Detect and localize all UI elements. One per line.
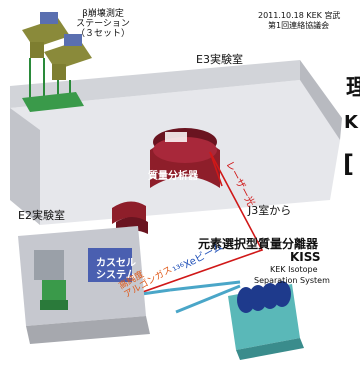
- cut-off-slide-text-3: [: [343, 150, 354, 178]
- station-line-2: ステーション: [76, 18, 130, 29]
- cassette-cell-box: [88, 248, 132, 282]
- kiss-jp-label: 元素選択型質量分離器: [198, 237, 319, 251]
- j3-room-label: J3室から: [248, 204, 292, 217]
- station-line-3: （３セット）: [76, 28, 131, 39]
- e3-room-label: E3実験室: [196, 53, 243, 66]
- gas-cell-chamber: [34, 250, 64, 280]
- cassette-system-label: カスセル システム: [96, 258, 136, 281]
- beta-decay-stations: [22, 12, 92, 112]
- e2-room-label: E2実験室: [18, 209, 65, 222]
- kiss-label: KISS: [290, 250, 321, 264]
- mass-analyzer-label: 質量分析器: [148, 171, 198, 182]
- cut-off-slide-text-2: K: [344, 112, 358, 133]
- e3-side-wall: [300, 60, 342, 140]
- cut-off-slide-text-1: 理: [346, 76, 360, 101]
- cassette-line-1: カスセル: [96, 258, 136, 269]
- mass-analyzer-magnets: [112, 128, 220, 236]
- header-title: 第1回連絡協議会: [268, 21, 330, 30]
- e3-back-wall: [10, 60, 300, 108]
- header-date: 2011.10.18 KEK 宮武: [258, 11, 341, 20]
- kiss-en-line-1: KEK Isotope: [270, 265, 318, 274]
- kiss-en-line-2: Separation System: [254, 276, 330, 285]
- station-line-1: β崩壊測定: [82, 9, 124, 19]
- cassette-line-2: システム: [96, 269, 136, 281]
- e3-front-wall: [10, 108, 40, 225]
- beta-station-label: β崩壊測定 ステーション （３セット）: [76, 9, 131, 40]
- xe-beam-source: [228, 281, 304, 360]
